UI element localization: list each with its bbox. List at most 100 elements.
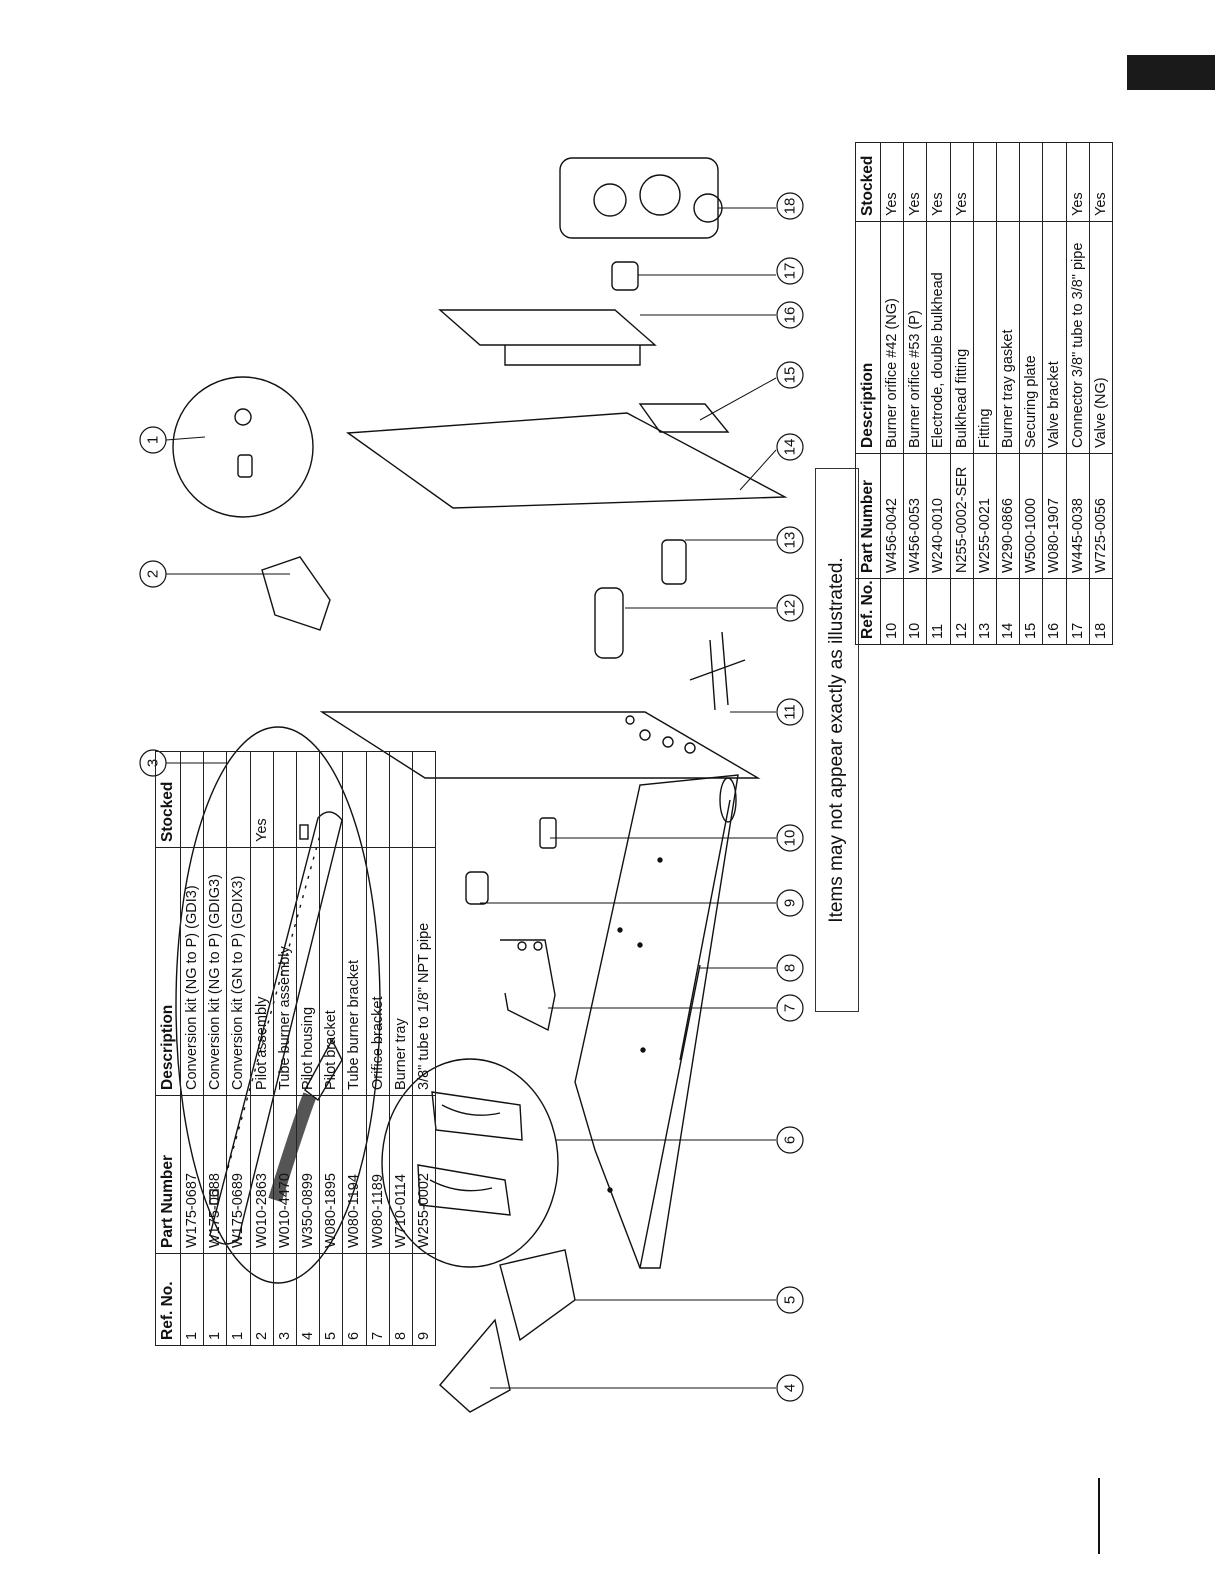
cell-ref-no: 4 — [296, 1253, 320, 1346]
securing-plate-drawing — [319, 711, 761, 779]
svg-text:11: 11 — [782, 704, 799, 720]
callout-13: 13 — [776, 526, 804, 554]
callout-9: 9 — [776, 889, 804, 917]
cell-part-number: W290-0866 — [996, 453, 1020, 579]
callout-18: 18 — [776, 192, 804, 220]
cell-description: Burner tray gasket — [996, 221, 1020, 454]
tube-burner-bracket-drawing — [417, 1091, 523, 1216]
tube-burner-drawing — [209, 811, 343, 1245]
header-part-number: Part Number — [855, 453, 881, 579]
cell-ref-no: 15 — [1019, 578, 1043, 645]
cell-stocked — [973, 142, 997, 222]
header-ref-no: Ref. No. — [855, 578, 881, 645]
cell-ref-no: 14 — [996, 578, 1020, 645]
cell-part-number: N255-0002-SER — [950, 453, 974, 579]
orifice-10-drawing — [539, 817, 557, 849]
cell-stocked — [319, 751, 343, 848]
cell-part-number: W255-0002 — [412, 1095, 436, 1254]
cell-stocked — [996, 142, 1020, 222]
cell-ref-no: 13 — [973, 578, 997, 645]
callout-11: 11 — [776, 698, 804, 726]
cell-stocked: Yes — [926, 142, 951, 222]
svg-text:15: 15 — [782, 367, 799, 384]
cell-description: Burner orifice #53 (P) — [903, 221, 927, 454]
cell-stocked — [342, 751, 366, 848]
table-header-row: Ref. No. Part Number Description Stocked — [855, 142, 881, 645]
cell-stocked: Yes — [950, 142, 974, 222]
detail-circle-orifices — [172, 376, 314, 518]
cell-stocked: Yes — [1066, 142, 1090, 222]
orifice-bracket-drawing — [500, 939, 556, 1032]
cell-description: Tube burner assembly — [273, 847, 297, 1096]
callout-3: 3 — [139, 749, 167, 777]
cell-description: Conversion kit (NG to P) (GDI3) — [180, 847, 204, 1096]
cell-stocked — [389, 751, 413, 848]
callout-5: 5 — [776, 1286, 804, 1314]
burner-tray-gasket-drawing — [346, 412, 788, 509]
cell-ref-no: 6 — [342, 1253, 366, 1346]
cell-description: Valve bracket — [1042, 221, 1066, 454]
cell-description: Conversion kit (NG to P) (GDIG3) — [203, 847, 227, 1096]
cell-part-number: W725-0056 — [1089, 453, 1113, 579]
callout-16: 16 — [776, 301, 804, 329]
callout-15: 15 — [776, 361, 804, 389]
svg-text:4: 4 — [782, 1384, 799, 1392]
callout-4: 4 — [776, 1374, 804, 1402]
cell-description: Pilot assembly — [250, 847, 274, 1096]
cell-ref-no: 8 — [389, 1253, 413, 1346]
cell-stocked — [1019, 142, 1043, 222]
cell-part-number: W010-2863 — [250, 1095, 274, 1254]
cell-ref-no: 11 — [926, 578, 951, 645]
cell-description: Fitting — [973, 221, 997, 454]
cell-description: Pilot bracket — [319, 847, 343, 1096]
cell-stocked — [180, 751, 204, 848]
cell-description: Electrode, double bulkhead — [926, 221, 951, 454]
cell-part-number: W080-1189 — [366, 1095, 390, 1254]
cell-part-number: W710-0114 — [389, 1095, 413, 1254]
fitting-9-drawing — [465, 871, 489, 905]
cell-part-number: W080-1194 — [342, 1095, 366, 1254]
cell-description: Bulkhead fitting — [950, 221, 974, 454]
pilot-bracket-drawing — [499, 1249, 576, 1342]
cell-ref-no: 1 — [180, 1253, 204, 1346]
cell-part-number: W445-0038 — [1066, 453, 1090, 579]
svg-text:14: 14 — [782, 439, 799, 456]
fitting-13-drawing — [661, 539, 687, 585]
callout-2: 2 — [139, 560, 167, 588]
cell-part-number: W255-0021 — [973, 453, 997, 579]
burner-tray-drawing — [574, 774, 739, 1269]
svg-text:2: 2 — [145, 570, 162, 578]
header-ref-no: Ref. No. — [155, 1253, 181, 1346]
cell-ref-no: 1 — [226, 1253, 251, 1346]
valve-bracket-drawing — [438, 309, 657, 366]
header-stocked: Stocked — [155, 751, 181, 848]
bulkhead-fitting-12-drawing — [594, 587, 624, 659]
cell-ref-no: 7 — [366, 1253, 390, 1346]
cell-description: Orifice bracket — [366, 847, 390, 1096]
section-tab — [1127, 55, 1215, 90]
cell-description: Securing plate — [1019, 221, 1043, 454]
callout-7: 7 — [776, 994, 804, 1022]
cell-part-number: W350-0899 — [296, 1095, 320, 1254]
leader-lines — [165, 207, 777, 1389]
svg-text:6: 6 — [782, 1136, 799, 1144]
callout-10: 10 — [776, 824, 804, 852]
cell-part-number: W080-1895 — [319, 1095, 343, 1254]
securing-plate-15-drawing — [638, 403, 730, 433]
callout-17: 17 — [776, 257, 804, 285]
cell-part-number: W456-0053 — [903, 453, 927, 579]
